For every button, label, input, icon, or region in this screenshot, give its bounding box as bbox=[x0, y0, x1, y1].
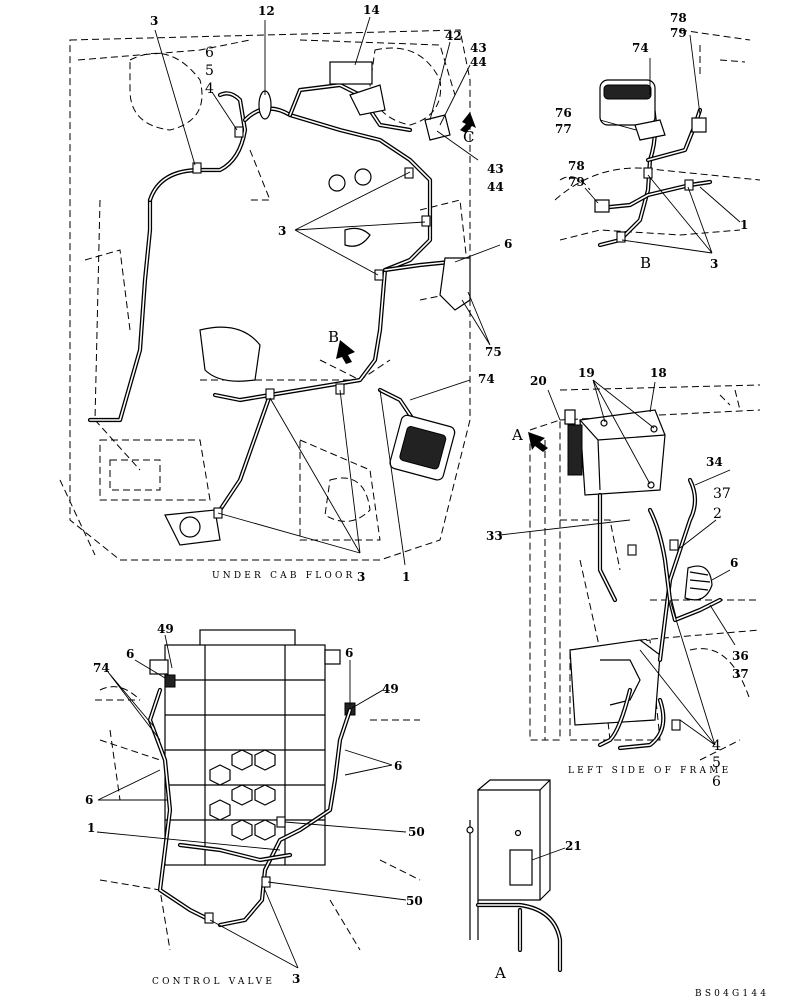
callout-77: 77 bbox=[555, 122, 572, 136]
callout-5-frame: 5 bbox=[712, 755, 721, 771]
callout-14: 14 bbox=[363, 3, 380, 17]
callout-79-left: 79 bbox=[568, 175, 585, 189]
caption-under-cab-floor: UNDER CAB FLOOR bbox=[212, 571, 356, 581]
callout-1-b: 1 bbox=[740, 218, 748, 232]
drawing-code: BS04G144 bbox=[695, 989, 769, 999]
callout-44-bottom: 44 bbox=[487, 180, 504, 194]
callout-6-valve-top-left: 6 bbox=[126, 647, 134, 661]
callout-6-cab: 6 bbox=[205, 45, 214, 61]
callout-6-valve-left: 6 bbox=[85, 793, 93, 807]
callout-6-right: 6 bbox=[504, 237, 512, 251]
callout-43-top: 43 bbox=[470, 41, 487, 55]
control-valve-view: 49 6 74 6 49 6 6 1 50 50 3 CONTROL VALVE bbox=[85, 622, 425, 987]
callout-78-top: 78 bbox=[670, 11, 687, 25]
callout-34: 34 bbox=[706, 455, 723, 469]
under-cab-floor-view: 3 12 14 42 43 44 6 5 4 C 43 44 3 6 B 75 … bbox=[59, 3, 512, 584]
callout-18: 18 bbox=[650, 366, 667, 380]
callout-50-top: 50 bbox=[408, 825, 425, 839]
view-a-arrow-label: A bbox=[511, 426, 523, 444]
callout-74-b: 74 bbox=[632, 41, 649, 55]
battery-box-18 bbox=[579, 409, 666, 496]
callout-3-bottom: 3 bbox=[357, 570, 365, 584]
left-side-of-frame-view: 20 19 18 A 34 37 2 6 33 36 37 4 5 6 LEFT… bbox=[486, 366, 761, 790]
callout-43-bottom: 43 bbox=[487, 162, 504, 176]
callout-44-top: 44 bbox=[470, 55, 487, 69]
callout-74: 74 bbox=[478, 372, 495, 386]
view-a-arrow bbox=[528, 432, 548, 452]
view-b-arrow bbox=[336, 340, 355, 364]
callout-4-cab: 4 bbox=[205, 81, 214, 97]
battery bbox=[569, 639, 661, 726]
view-b-arrow-label: B bbox=[328, 328, 339, 346]
pump-assembly bbox=[199, 326, 261, 382]
callout-4-frame: 4 bbox=[712, 738, 721, 754]
valve-nuts bbox=[209, 749, 276, 841]
callout-33: 33 bbox=[486, 529, 503, 543]
callout-21: 21 bbox=[565, 839, 582, 853]
callout-20: 20 bbox=[530, 374, 547, 388]
connector-75 bbox=[439, 257, 471, 311]
callout-19: 19 bbox=[578, 366, 595, 380]
callout-3-center: 3 bbox=[278, 224, 286, 238]
callout-75: 75 bbox=[485, 345, 502, 359]
callout-3-valve: 3 bbox=[292, 972, 300, 986]
grommet-12 bbox=[258, 90, 272, 120]
callout-37-bottom: 37 bbox=[732, 667, 749, 681]
caption-control-valve: CONTROL VALVE bbox=[152, 977, 275, 987]
callout-6-valve-top-right: 6 bbox=[345, 646, 353, 660]
view-c-arrow bbox=[460, 112, 476, 133]
callout-78-left: 78 bbox=[568, 159, 585, 173]
callout-76: 76 bbox=[555, 106, 572, 120]
callout-6-frame-bottom: 6 bbox=[712, 774, 721, 790]
caption-view-b: B bbox=[640, 254, 651, 272]
callout-1: 1 bbox=[402, 570, 410, 584]
callout-37-top: 37 bbox=[713, 486, 731, 502]
callout-79-top: 79 bbox=[670, 26, 687, 40]
caption-left-side-of-frame: LEFT SIDE OF FRAME bbox=[568, 766, 731, 776]
view-b: 78 79 74 76 77 78 79 1 3 B bbox=[554, 11, 761, 272]
callout-3-b: 3 bbox=[710, 257, 718, 271]
callout-1-valve: 1 bbox=[87, 821, 95, 835]
view-c-label: C bbox=[463, 128, 474, 146]
caption-view-a: A bbox=[494, 964, 506, 982]
callout-2: 2 bbox=[713, 506, 722, 522]
callout-6-frame: 6 bbox=[730, 556, 738, 570]
callout-3-top: 3 bbox=[150, 14, 158, 28]
callout-49-right: 49 bbox=[382, 682, 399, 696]
callout-42: 42 bbox=[445, 29, 462, 43]
view-a: 21 A bbox=[466, 779, 582, 982]
callout-36: 36 bbox=[732, 649, 749, 663]
callout-5-cab: 5 bbox=[205, 63, 214, 79]
callout-49-left: 49 bbox=[157, 622, 174, 636]
callout-74-valve: 74 bbox=[93, 661, 110, 675]
component-14 bbox=[329, 61, 373, 85]
callout-50-bottom: 50 bbox=[406, 894, 423, 908]
callout-12: 12 bbox=[258, 4, 275, 18]
coil-6 bbox=[684, 565, 713, 601]
callout-6-valve-right: 6 bbox=[394, 759, 402, 773]
